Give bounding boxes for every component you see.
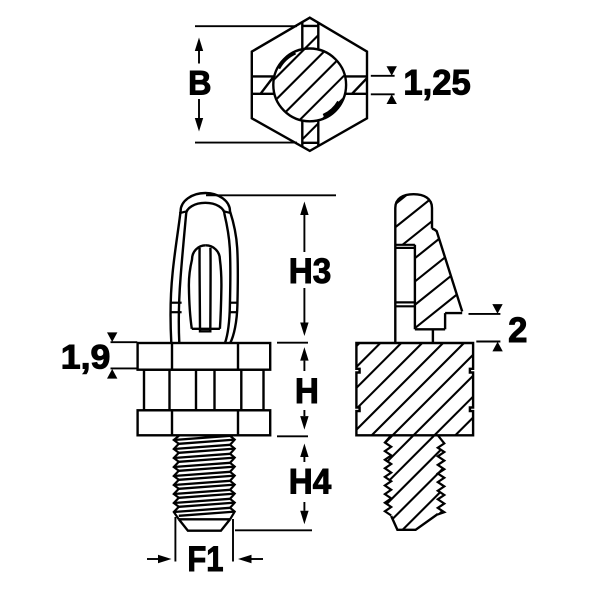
- svg-text:1,25: 1,25: [403, 63, 470, 102]
- svg-text:H3: H3: [289, 252, 331, 291]
- svg-text:1,9: 1,9: [61, 338, 111, 376]
- svg-text:2: 2: [508, 311, 527, 350]
- svg-text:F1: F1: [187, 540, 223, 579]
- svg-text:H4: H4: [289, 463, 332, 502]
- svg-text:B: B: [188, 65, 211, 103]
- svg-text:H: H: [295, 372, 319, 411]
